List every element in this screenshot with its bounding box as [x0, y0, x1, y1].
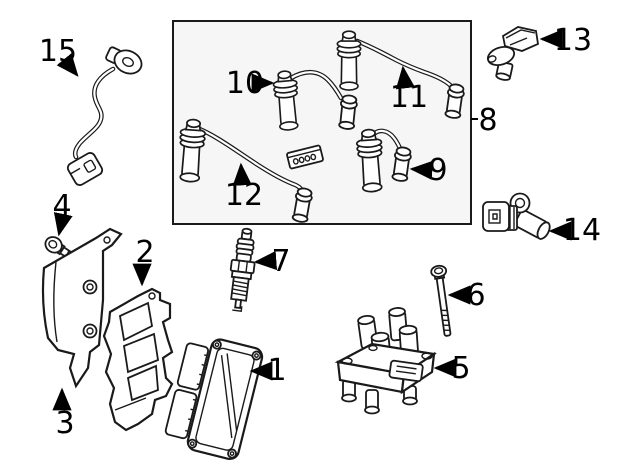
callout-14-label: 14: [563, 213, 601, 248]
callout-7: 7: [253, 244, 291, 279]
callout-3: 3: [52, 387, 75, 441]
callout-4-label: 4: [52, 189, 71, 224]
part-spark-plug-wire-boot: [271, 69, 359, 132]
callout-6-label: 6: [466, 278, 485, 313]
callout-2: 2: [132, 235, 155, 287]
part-module-bracket: [102, 287, 174, 432]
callout-7-arrow: [253, 250, 278, 271]
part-spark-plug-wire-long: [176, 117, 315, 224]
part-crankshaft-position-sensor: [482, 192, 551, 240]
part-spark-plug-wire-short: [355, 127, 413, 194]
callout-9: 9: [409, 153, 448, 188]
callout-2-label: 2: [135, 235, 154, 270]
callout-14: 14: [548, 213, 601, 248]
wire-set-box: [172, 20, 472, 225]
callout-12-label: 12: [225, 178, 263, 213]
part-camshaft-position-sensor: [486, 26, 539, 81]
part-knock-sensor-harness: [66, 46, 143, 186]
callout-6: 6: [447, 278, 486, 313]
callout-15-label: 15: [39, 34, 77, 69]
part-coil-mounting-bolt: [430, 264, 452, 337]
callout-11-arrow: [395, 65, 415, 90]
callout-4: 4: [52, 189, 73, 237]
callout-12: 12: [225, 162, 263, 213]
callout-10-label: 10: [226, 66, 264, 101]
callout-12-arrow: [232, 162, 252, 186]
callout-13: 13: [539, 23, 592, 58]
callout-5-label: 5: [451, 351, 470, 386]
part-module-side-cover: [41, 227, 123, 389]
callout-15: 15: [39, 34, 79, 77]
callout-1-label: 1: [267, 353, 286, 388]
callout-9-arrow: [409, 160, 433, 180]
callout-4-arrow: [53, 212, 73, 237]
callout-11-label: 11: [390, 80, 428, 115]
callout-15-arrow: [56, 53, 79, 77]
callout-3-label: 3: [55, 406, 74, 441]
callout-9-label: 9: [428, 153, 447, 188]
callout-8: 8: [471, 103, 498, 138]
part-engine-control-module: [164, 338, 264, 461]
callout-13-label: 13: [554, 23, 592, 58]
callout-7-label: 7: [271, 244, 290, 279]
callout-5: 5: [433, 351, 471, 386]
part-spark-plug: [229, 227, 256, 312]
callout-8-label: 8: [478, 103, 497, 138]
callout-11: 11: [390, 65, 428, 115]
callout-10: 10: [226, 66, 275, 101]
callout-1: 1: [249, 353, 287, 388]
part-ignition-coil-pack: [334, 307, 437, 415]
wire-clip: [286, 144, 324, 170]
